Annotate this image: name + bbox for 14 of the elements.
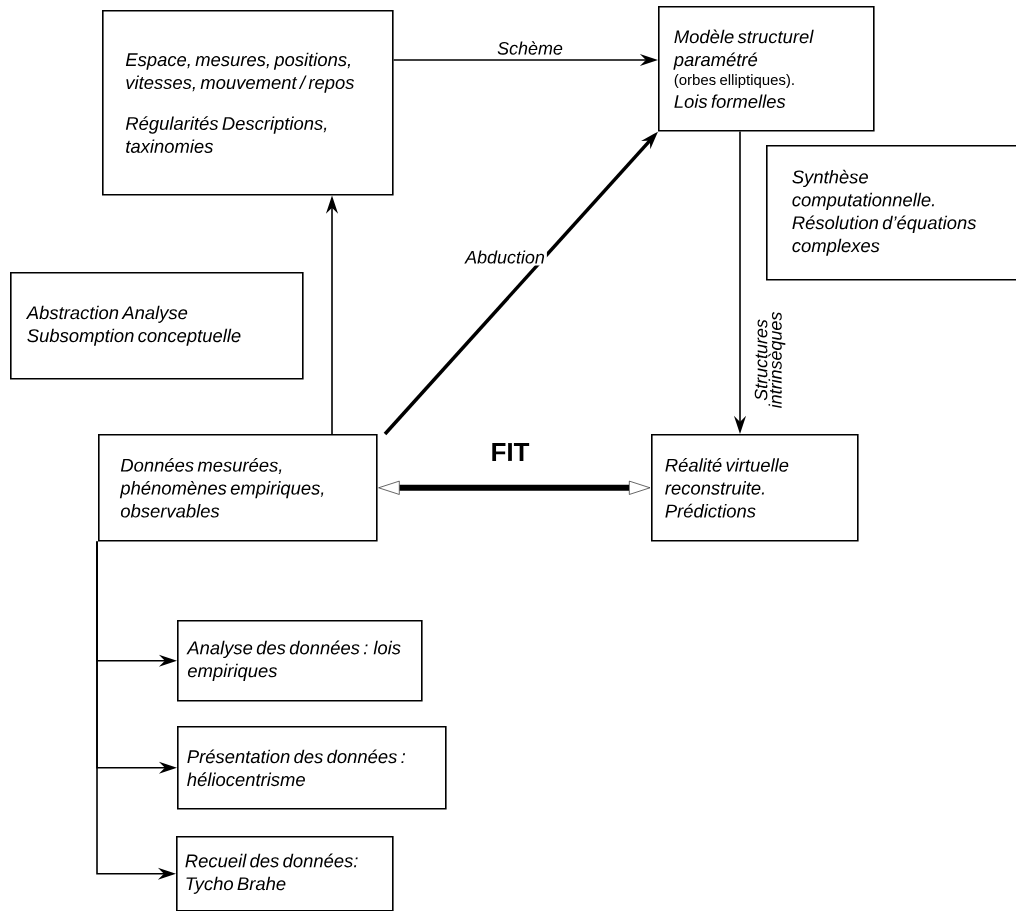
text-box: Données mesurées, phénomènes empiriques, observables [98, 434, 378, 542]
text-box: Modèle structurel paramétré (orbes elliptiques). Lois formelles [658, 6, 875, 132]
edge-label: Structures intrinsèques [752, 308, 788, 412]
text-box: Analyse des données : lois empiriques [177, 620, 423, 702]
text-box: Présentation des données : héliocentrisme [177, 726, 447, 810]
edge-label: Abduction [463, 248, 547, 266]
text-box: Abstraction Analyse Subsomption conceptuelle [10, 272, 304, 380]
text-box: Synthèse computationnelle. Résolution d’équations complexes [766, 145, 1016, 281]
text-box: Espace, mesures, positions, vitesses, mouvement / repos Régularités Descriptions, taxinomies [102, 10, 394, 196]
edge-label: FIT [488, 441, 532, 463]
edge-label: Schème [495, 39, 565, 57]
arrow [378, 480, 651, 495]
text-box: Réalité virtuelle reconstruite. Prédictions [651, 434, 859, 542]
text-box: Recueil des données: Tycho Brahe [176, 836, 394, 911]
